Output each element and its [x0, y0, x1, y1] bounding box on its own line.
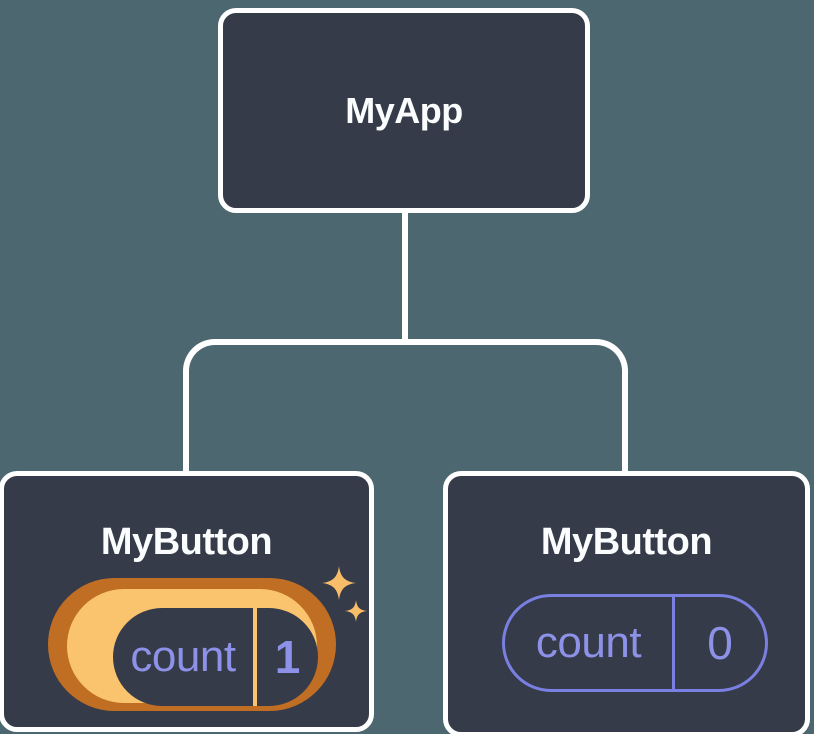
state-pill-divider [672, 597, 675, 689]
state-pill-highlight-ring: count 1 [67, 589, 318, 706]
sparkles-icon [322, 566, 367, 622]
root-node-label: MyApp [345, 89, 463, 131]
state-pill: count 0 [502, 594, 768, 692]
state-pill-body: count 1 [113, 608, 318, 706]
state-pill-highlighted: count 1 [48, 578, 336, 711]
child-node-right: MyButton count 0 [443, 471, 810, 734]
child-node-left-label: MyButton [100, 521, 273, 563]
connector-bracket [183, 339, 628, 471]
root-component-node: MyApp [218, 8, 590, 213]
state-value: 1 [274, 631, 301, 683]
state-pill-divider [253, 608, 257, 706]
connector-stem [402, 211, 408, 345]
state-key-label: count [535, 618, 642, 667]
state-value: 0 [707, 617, 733, 669]
child-node-left: MyButton count 1 [0, 471, 374, 732]
state-key-label: count [130, 632, 236, 681]
child-node-right-label: MyButton [540, 521, 713, 563]
